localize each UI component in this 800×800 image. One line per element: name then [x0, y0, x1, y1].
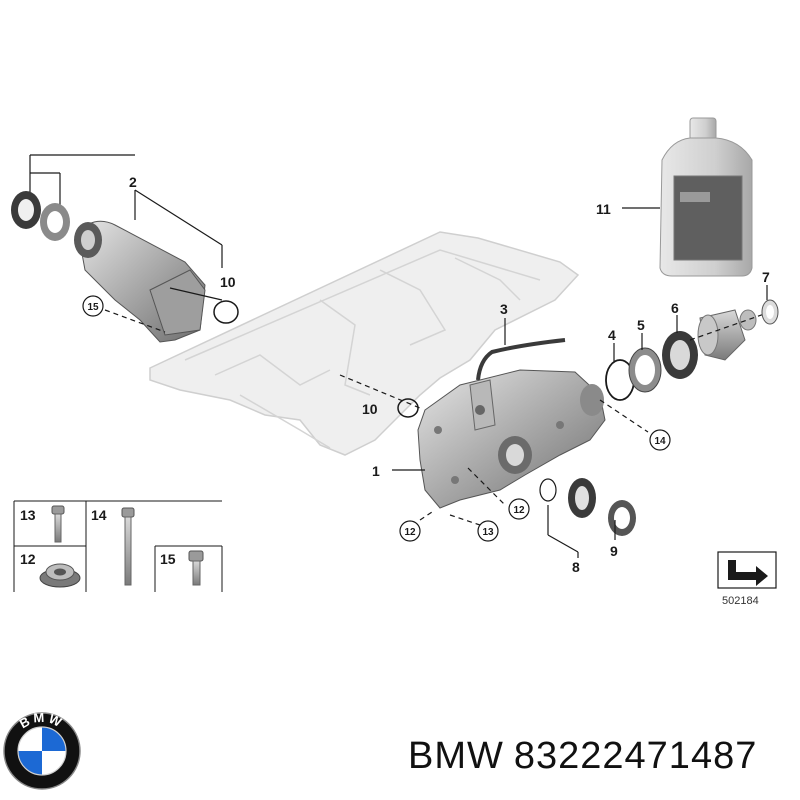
svg-text:BMW: BMW	[17, 710, 67, 731]
callout-10-mid: 10	[362, 401, 378, 417]
part-2-bracket-lines	[29, 154, 223, 268]
callout-1: 1	[372, 463, 380, 479]
legend-label-15: 15	[160, 551, 176, 567]
part-2-housing	[74, 220, 223, 343]
callout-12-right-circle: 12	[508, 498, 530, 520]
reference-stamp: 502184	[717, 551, 777, 607]
callout-4: 4	[608, 327, 616, 343]
callout-10-top: 10	[220, 274, 236, 290]
legend-label-12: 12	[20, 551, 36, 567]
svg-text:14: 14	[654, 436, 666, 447]
bolt-13	[51, 505, 65, 543]
callout-9: 9	[610, 543, 618, 559]
part-1-differential-housing	[417, 369, 606, 509]
caption-brand: BMW	[408, 735, 504, 777]
bmw-logo-text: BMW	[17, 710, 64, 731]
nut-12	[39, 563, 81, 588]
seal-6	[662, 315, 698, 379]
fastener-legend: 13 14 12 15	[13, 500, 223, 592]
svg-text:12: 12	[404, 527, 416, 538]
bmw-logo: BMW	[3, 710, 81, 790]
part-3-pipe	[476, 318, 566, 381]
ring-7	[761, 285, 779, 325]
callout-11: 11	[596, 201, 611, 217]
seal-5	[628, 333, 662, 393]
callout-3: 3	[500, 301, 508, 317]
callout-7: 7	[762, 269, 770, 285]
callout-5: 5	[637, 317, 645, 333]
bolt-14	[121, 507, 135, 586]
reference-number: 502184	[722, 595, 759, 607]
legend-label-14: 14	[91, 507, 107, 523]
seal-ring-left	[11, 191, 70, 241]
callout-8: 8	[572, 559, 580, 575]
callout-13-circle: 13	[477, 520, 499, 542]
seal-8	[539, 478, 596, 518]
callout-12-left-circle: 12	[399, 520, 421, 542]
drive-flange	[689, 309, 771, 361]
callout-6: 6	[671, 300, 679, 316]
seal-9	[608, 500, 636, 536]
bolt-15	[188, 550, 204, 586]
svg-text:12: 12	[513, 505, 525, 516]
o-ring-10-top	[213, 300, 239, 324]
caption-part-number: 83222471487	[513, 735, 758, 777]
legend-label-13: 13	[20, 507, 36, 523]
svg-text:13: 13	[482, 527, 494, 538]
svg-text:15: 15	[87, 302, 99, 313]
oil-pan-ghost	[149, 231, 580, 456]
oil-bottle-11	[622, 117, 753, 277]
callout-15-circle: 15	[82, 295, 104, 317]
o-ring-10-mid	[397, 398, 419, 418]
callout-14-circle: 14	[649, 429, 671, 451]
callout-2: 2	[129, 174, 137, 190]
